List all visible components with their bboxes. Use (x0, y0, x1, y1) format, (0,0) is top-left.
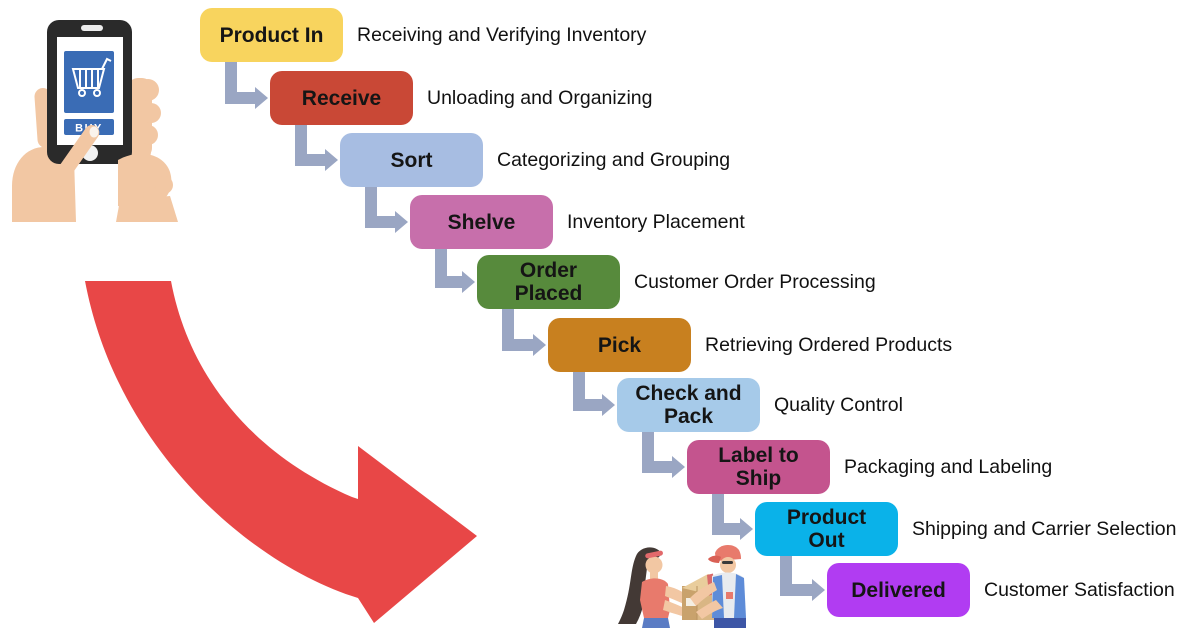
process-step-description: Packaging and Labeling (844, 455, 1053, 478)
customer-figure (618, 547, 691, 628)
process-step: Check and Pack Quality Control (617, 378, 903, 432)
process-step: Order Placed Customer Order Processing (477, 255, 876, 309)
process-step-box: Product Out (755, 502, 898, 556)
process-step: Product Out Shipping and Carrier Selecti… (755, 502, 1177, 556)
process-step-description: Inventory Placement (567, 210, 745, 233)
process-step-box: Label to Ship (687, 440, 830, 494)
process-step-box: Pick (548, 318, 691, 372)
process-step-description: Retrieving Ordered Products (705, 333, 953, 356)
process-step-label: Receive (301, 86, 382, 110)
process-step-box: Check and Pack (617, 378, 760, 432)
connector-elbow-arrow (642, 430, 685, 478)
process-step: Label to Ship Packaging and Labeling (687, 440, 1052, 494)
process-step: Receive Unloading and Organizing (270, 71, 653, 125)
process-step-description: Unloading and Organizing (427, 86, 653, 109)
connector-elbow-arrow (295, 123, 338, 171)
process-step: Pick Retrieving Ordered Products (548, 318, 952, 372)
online-shopper-illustration: BUY (12, 20, 178, 222)
process-step-label: Pick (597, 333, 642, 357)
process-step-label: Check and Pack (635, 382, 742, 428)
process-step-box: Shelve (410, 195, 553, 249)
process-step-description: Quality Control (774, 393, 903, 416)
delivery-person-figure (690, 544, 746, 628)
process-step-label: Delivered (851, 578, 946, 602)
process-step: Shelve Inventory Placement (410, 195, 745, 249)
process-step-label: Product Out (786, 506, 867, 552)
process-step: Delivered Customer Satisfaction (827, 563, 1175, 617)
process-step-box: Product In (200, 8, 343, 62)
process-step-label: Sort (390, 148, 433, 172)
pointing-hand (51, 125, 178, 222)
process-step-label: Shelve (447, 210, 516, 234)
flow-arrow-shape (85, 281, 477, 623)
connector-elbow-arrow (502, 307, 546, 356)
connector-elbow-arrow (225, 60, 268, 109)
connector-elbow-arrow (712, 492, 753, 540)
process-step-box: Order Placed (477, 255, 620, 309)
shopping-cart-icon (71, 57, 112, 97)
package-handoff-illustration (618, 544, 746, 628)
flow-arrow (85, 281, 477, 623)
process-step-description: Customer Order Processing (634, 270, 876, 293)
process-step-box: Receive (270, 71, 413, 125)
process-step-description: Customer Satisfaction (984, 578, 1175, 601)
process-step-label: Order Placed (514, 259, 583, 305)
process-step-box: Delivered (827, 563, 970, 617)
process-step-box: Sort (340, 133, 483, 187)
process-step-description: Receiving and Verifying Inventory (357, 23, 647, 46)
process-step-description: Categorizing and Grouping (497, 148, 731, 171)
connector-elbow-arrow (365, 185, 408, 233)
right-hand-fingers (128, 78, 161, 161)
phone-speaker (81, 25, 103, 31)
process-step-description: Shipping and Carrier Selection (912, 517, 1177, 540)
process-step: Product In Receiving and Verifying Inven… (200, 8, 646, 62)
process-step-label: Product In (219, 23, 324, 47)
connector-elbow-arrow (780, 554, 825, 601)
process-step: Sort Categorizing and Grouping (340, 133, 730, 187)
process-step-label: Label to Ship (718, 444, 799, 490)
connector-elbow-arrow (573, 370, 615, 416)
cart-app-tile (64, 51, 114, 113)
